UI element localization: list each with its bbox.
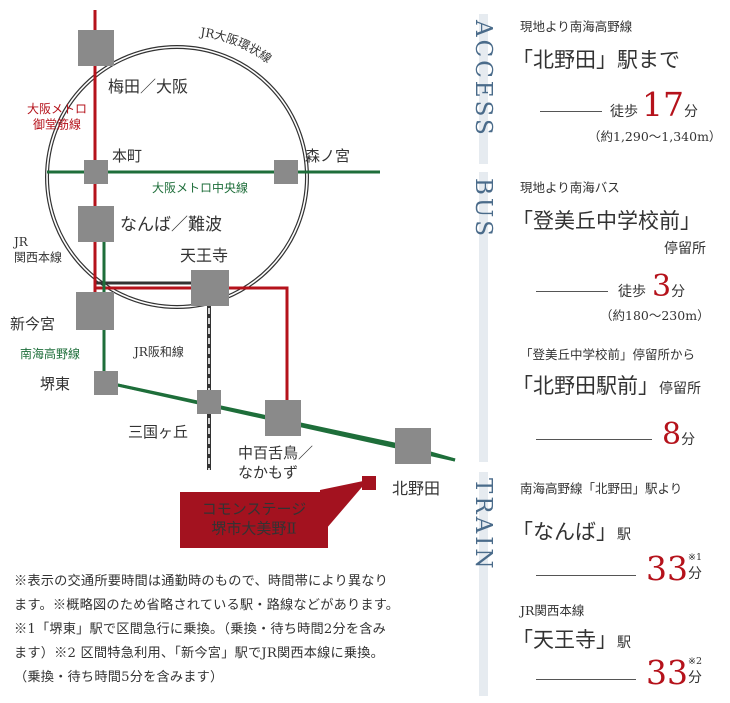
bus-walk-minutes: 3 <box>652 269 672 304</box>
train-minutes2: 33 <box>646 653 688 692</box>
bus-dest2-name: 「北野田駅前」 <box>512 374 659 398</box>
label-kitanoda: 北野田 <box>392 479 440 498</box>
station-kitanoda <box>395 428 431 464</box>
footnote: ※表示の交通所要時間は通勤時のもので、時間帯により異なり ます。※概略図のため省… <box>14 570 466 690</box>
footnote-line: ます。※概略図のため省略されている駅・路線などがあります。 <box>14 598 400 613</box>
train-title: TRAIN <box>470 478 496 572</box>
label-morinomiya: 森ノ宮 <box>305 147 350 165</box>
bus-title: BUS <box>470 178 496 240</box>
train-unit2: 分 <box>688 670 702 686</box>
label-tennoji: 天王寺 <box>180 246 228 265</box>
label-mikunigaoka: 三国ヶ丘 <box>128 423 188 441</box>
train-dest1-name: 「なんば」 <box>512 520 617 544</box>
property-callout-box <box>180 492 328 548</box>
midosuji-label-line: 御堂筋線 <box>33 117 81 132</box>
train-dest2-suffix: 駅 <box>617 635 631 651</box>
access-range: （約1,290〜1,340m） <box>588 129 722 144</box>
label-umeda: 梅田／大阪 <box>108 77 188 96</box>
label-nakamozu: 中百舌鳥／ なかもず <box>238 444 313 482</box>
jr-kansai-label-line: JR <box>12 235 29 249</box>
bus-ride-unit: 分 <box>681 432 696 448</box>
train-unit1: 分 <box>688 566 702 582</box>
bus-stop: 「登美丘中学校前」 <box>512 209 701 233</box>
bus-walk: 徒歩 3分 <box>536 272 685 302</box>
station-nakamozu <box>265 400 301 436</box>
access-dash <box>540 111 602 112</box>
station-morinomiya <box>274 160 298 184</box>
train-time2: 33※2 分 <box>536 656 702 689</box>
route-map: コモンステージ堺市大美野Ⅱ JR大阪環状線 大阪メトロ御堂筋線 大阪メトロ中央線… <box>10 10 456 548</box>
station-sakaihigashi <box>94 371 118 395</box>
jr-hanwa-label: JR阪和線 <box>132 344 184 359</box>
access-bar <box>479 14 488 164</box>
nankai-koya-label: 南海高野線 <box>20 346 80 361</box>
bus-dest2: 「北野田駅前」停留所 <box>512 370 701 400</box>
footnote-line: ます）※2 区間特急利用、「新今宮」駅でJR関西本線に乗換。 <box>14 646 385 661</box>
midosuji-label: 大阪メトロ御堂筋線 <box>27 102 87 132</box>
train-mark2: ※2 <box>688 656 703 667</box>
label-namba: なんば／難波 <box>120 215 222 235</box>
access-dest: 「北野田」駅まで <box>512 44 680 74</box>
train-unit1-group: ※1 分 <box>688 552 703 582</box>
footnote-line: （乗換・待ち時間5分を含みます） <box>14 670 224 685</box>
train-minutes1: 33 <box>646 549 688 588</box>
bus-ride-dash <box>536 439 652 440</box>
footnote-line: ※表示の交通所要時間は通勤時のもので、時間帯により異なり <box>14 574 389 589</box>
train-dash1 <box>536 575 636 576</box>
property-name: コモンステージ堺市大美野Ⅱ <box>202 500 306 538</box>
station-tennoji <box>191 270 229 306</box>
label-sakaihigashi: 堺東 <box>40 375 70 393</box>
bus-dest2-suffix: 停留所 <box>659 381 701 397</box>
station-umeda <box>78 30 114 66</box>
train-mark1: ※1 <box>688 552 703 563</box>
train-via2: JR関西本線 <box>520 603 585 618</box>
label-nakamozu-line: 中百舌鳥／ <box>238 444 313 462</box>
bus-walk-range: （約180〜230m） <box>600 308 710 323</box>
station-namba <box>78 206 114 242</box>
access-title: ACCESS <box>470 20 496 138</box>
train-dest2-name: 「天王寺」 <box>512 628 617 652</box>
property-marker <box>362 476 376 490</box>
bus-from: 現地より南海バス <box>520 180 620 195</box>
station-shinimamiya <box>76 292 114 330</box>
bus-bar <box>479 172 488 462</box>
access-dest-text: 「北野田」駅まで <box>512 48 680 72</box>
train-dest2: 「天王寺」駅 <box>512 624 631 654</box>
station-mikunigaoka <box>197 390 221 414</box>
bus-stop-suffix: 停留所 <box>664 241 706 257</box>
footnote-line: ※1「堺東」駅で区間急行に乗換。（乗換・待ち時間2分を含み <box>14 622 387 637</box>
bus-walk-dash <box>536 291 608 292</box>
bus-ride: 8分 <box>536 420 695 450</box>
train-bar <box>479 472 488 696</box>
jr-loop-line-inner <box>46 46 308 308</box>
train-unit2-group: ※2 分 <box>688 656 703 686</box>
bus-walk-unit: 分 <box>671 284 686 300</box>
bus-from2: 「登美丘中学校前」停留所から <box>520 347 696 362</box>
train-time1: 33※1 分 <box>536 552 702 585</box>
bus-ride-minutes: 8 <box>662 417 682 452</box>
jr-kansai-label-line: 関西本線 <box>14 250 62 265</box>
train-dest1-suffix: 駅 <box>617 527 631 543</box>
train-dest1: 「なんば」駅 <box>512 516 631 546</box>
label-honmachi: 本町 <box>112 147 142 165</box>
station-honmachi <box>84 160 108 184</box>
access-unit: 分 <box>684 104 698 120</box>
access-from: 現地より南海高野線 <box>520 19 633 34</box>
label-nakamozu-line: なかもず <box>238 464 298 482</box>
train-from: 南海高野線「北野田」駅より <box>520 481 683 496</box>
property-callout-tail <box>320 480 368 536</box>
access-minutes: 17 <box>642 85 684 124</box>
chuo-label: 大阪メトロ中央線 <box>152 180 248 195</box>
semi-express-route <box>210 286 289 412</box>
access-mode: 徒歩 <box>610 104 638 120</box>
train-dash2 <box>536 679 636 680</box>
midosuji-label-line: 大阪メトロ <box>27 102 87 116</box>
property-name-line: コモンステージ <box>202 500 306 518</box>
property-name-line: 堺市大美野Ⅱ <box>211 520 296 538</box>
bus-walk-mode: 徒歩 <box>618 284 646 300</box>
label-shinimamiya: 新今宮 <box>10 315 55 333</box>
